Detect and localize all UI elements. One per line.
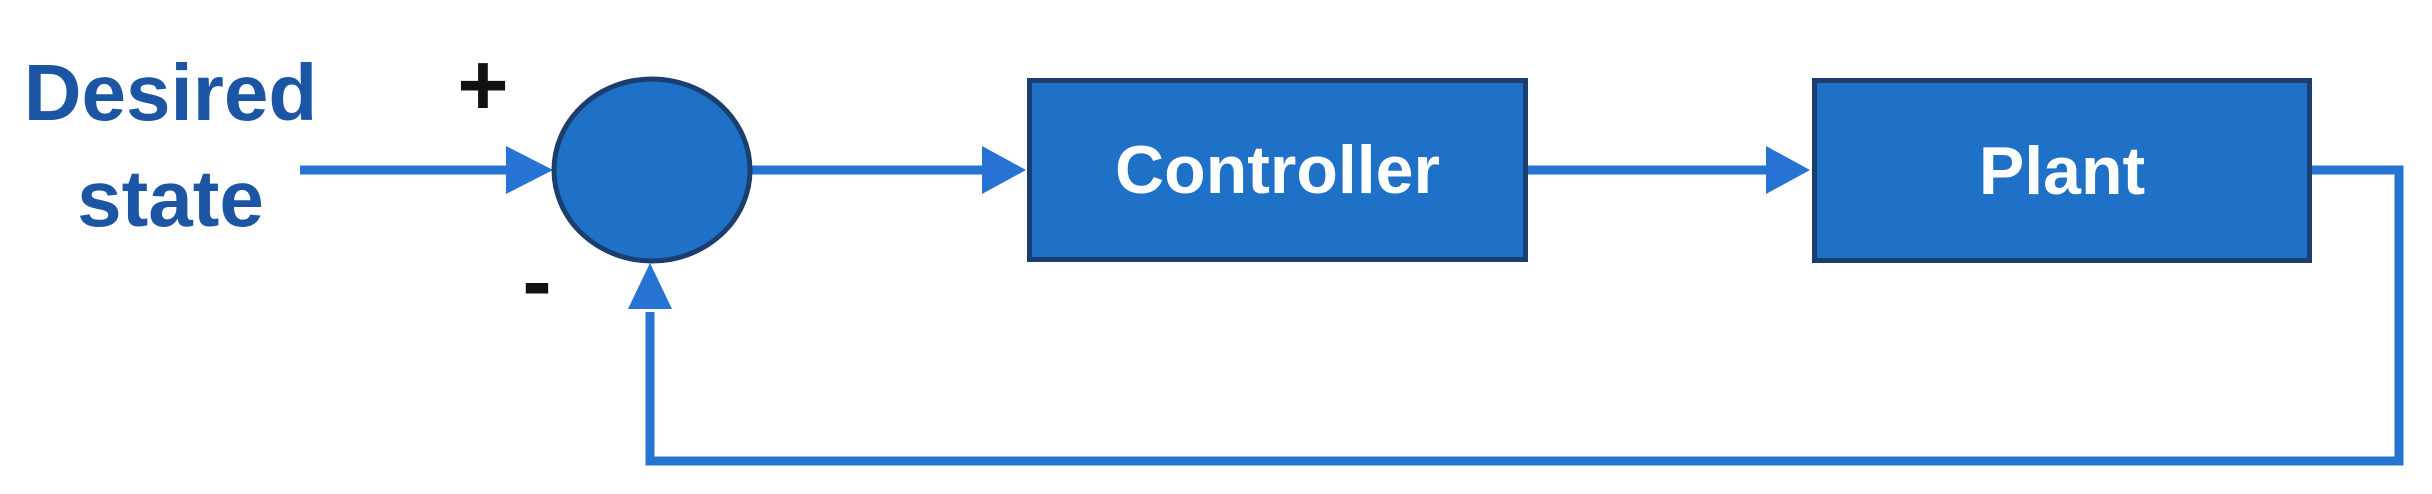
plus-sign: + xyxy=(457,35,509,134)
summing-junction-circle xyxy=(551,76,753,264)
plant-block-label: Plant xyxy=(1978,132,2146,209)
control-arrowhead-icon xyxy=(1766,146,1810,194)
minus-sign: - xyxy=(522,231,552,330)
feedback-path-line xyxy=(645,165,2404,466)
input-arrowhead-icon xyxy=(506,146,553,194)
controller-block: Controller xyxy=(1027,78,1528,262)
plant-block: Plant xyxy=(1812,78,2312,263)
error-arrowhead-icon xyxy=(982,146,1026,194)
controller-block-label: Controller xyxy=(1115,132,1440,208)
feedback-arrowhead-icon xyxy=(628,263,672,309)
desired-state-label: Desired state xyxy=(23,48,318,243)
